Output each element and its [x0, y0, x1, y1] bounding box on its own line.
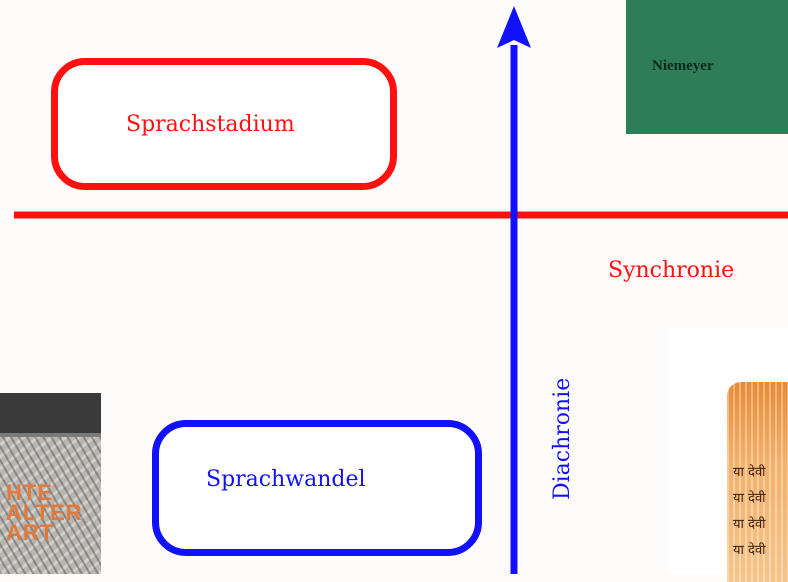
sanskrit-line: या देवी [733, 543, 766, 558]
sanskrit-card: या देवी या देवी या देवी या देवी [727, 382, 788, 582]
cover-title-line: ALTER [6, 500, 83, 525]
synchronie-label: Synchronie [608, 258, 735, 283]
sanskrit-line: या देवी [733, 465, 766, 480]
sprachwandel-box [152, 420, 482, 556]
sanskrit-text: या देवी या देवी या देवी या देवी [733, 460, 766, 564]
publisher-label: Niemeyer [652, 58, 714, 74]
cover-title-line: HTE [6, 480, 53, 505]
cover-title: HTE ALTER ART [6, 480, 101, 545]
sanskrit-line: या देवी [733, 491, 766, 506]
diachronie-label: Diachronie [550, 377, 575, 500]
book-cover-thumbnail: HTE ALTER ART [0, 393, 101, 574]
sprachwandel-label: Sprachwandel [206, 467, 366, 492]
sprachstadium-label: Sprachstadium [126, 112, 295, 137]
diachrony-arrowhead [497, 6, 531, 48]
sanskrit-line: या देवी [733, 517, 766, 532]
cover-title-line: ART [6, 520, 55, 545]
publisher-box [626, 0, 788, 134]
cover-illustration [0, 437, 101, 574]
sprachstadium-box [51, 58, 397, 190]
